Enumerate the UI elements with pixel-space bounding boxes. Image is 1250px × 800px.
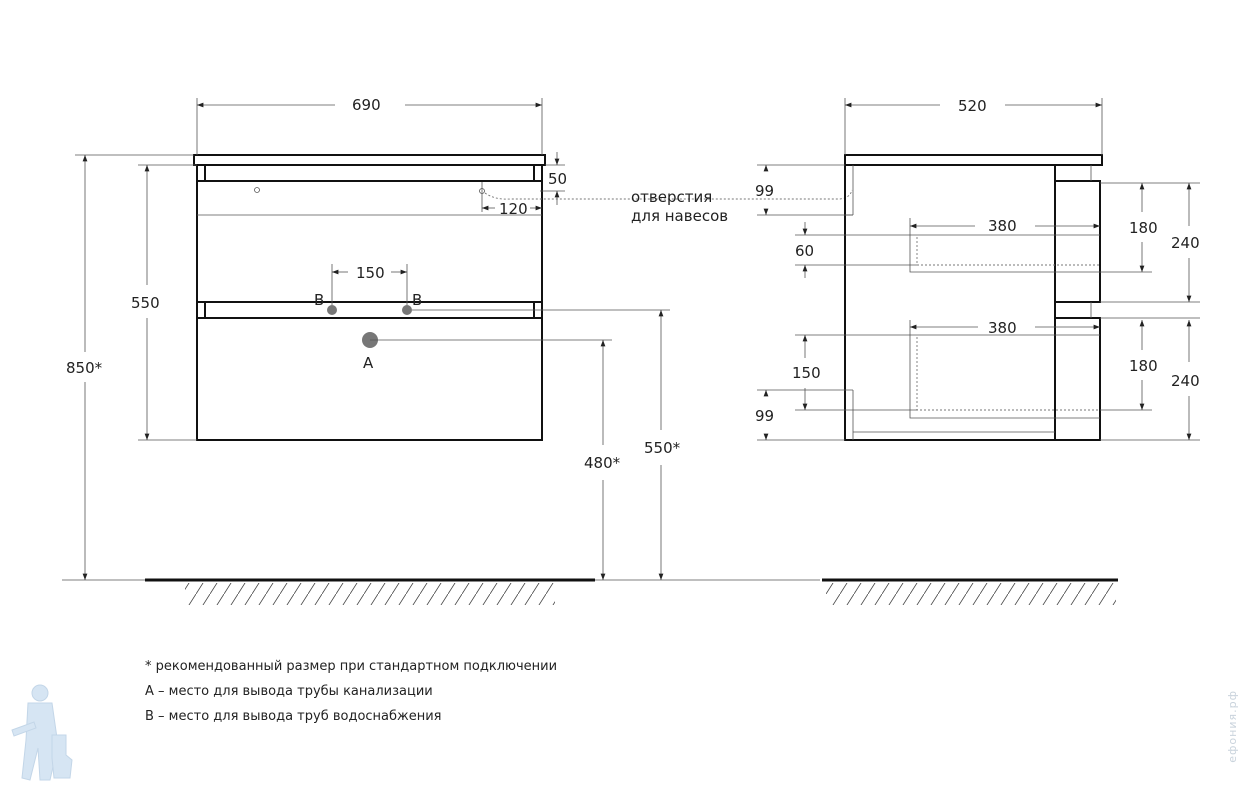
water-point-b — [327, 305, 337, 315]
dimension-water-height: 550* — [644, 439, 681, 457]
hanging-holes-label: для навесов — [631, 207, 728, 225]
water-point-label: B — [412, 291, 422, 309]
dimension-upper-drawer-front: 240 — [1171, 234, 1200, 252]
countertop-side — [844, 154, 1103, 166]
dimension-upper-drawer-inner: 180 — [1129, 219, 1158, 237]
dimension-bottom-offset: 99 — [755, 407, 774, 425]
dimension-water-spacing: 150 — [356, 264, 385, 282]
floor-hatch — [185, 583, 555, 605]
dimension-width: 690 — [352, 96, 381, 114]
side-view: 520 99 60 380 180 240 380 180 240 150 99 — [755, 97, 1200, 605]
lower-drawer-front — [1054, 317, 1101, 441]
dimension-lower-drawer-front: 240 — [1171, 372, 1200, 390]
dimension-lower-offset: 150 — [792, 364, 821, 382]
dimension-top-offset: 99 — [755, 182, 774, 200]
cabinet-side — [844, 164, 1056, 441]
hanging-hole — [254, 187, 260, 193]
dimension-upper-drawer-depth: 380 — [988, 217, 1017, 235]
front-view: B B A 690 850* 550 50 120 150 480* 550* — [62, 96, 853, 605]
floor-hatch-side — [826, 583, 1116, 605]
countertop — [193, 154, 546, 166]
upper-drawer-front — [1054, 180, 1101, 303]
plumber-mascot-logo — [11, 684, 73, 781]
water-point-b — [402, 305, 412, 315]
dimension-drain-height: 480* — [584, 454, 621, 472]
hanging-holes-label: отверстия — [631, 188, 712, 206]
site-watermark: ефония.рф — [1226, 690, 1239, 763]
legend-notes: * рекомендованный размер при стандартном… — [145, 654, 557, 729]
dimension-hole-offset: 120 — [499, 200, 528, 218]
dimension-upper-offset: 60 — [795, 242, 814, 260]
dimension-lower-drawer-inner: 180 — [1129, 357, 1158, 375]
water-point-label: B — [314, 291, 324, 309]
dimension-body-height: 550 — [131, 294, 160, 312]
drain-point-label: A — [363, 354, 374, 372]
dimension-top-gap: 50 — [548, 170, 567, 188]
dimension-lower-drawer-depth: 380 — [988, 319, 1017, 337]
note-water-b: В – место для вывода труб водоснабжения — [145, 709, 442, 724]
note-drain-a: А – место для вывода трубы канализации — [145, 684, 433, 699]
note-recommended: * рекомендованный размер при стандартном… — [145, 659, 558, 674]
dimension-total-height: 850* — [66, 359, 103, 377]
dimension-depth: 520 — [958, 97, 987, 115]
